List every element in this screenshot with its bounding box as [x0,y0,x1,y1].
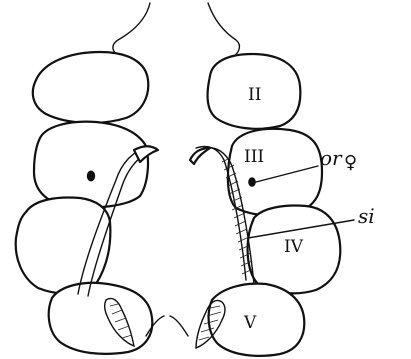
segment-label-ii: II [248,85,261,105]
right-neck-curve [208,3,239,58]
right-bottom-cleft [170,316,188,336]
segment-label-iii: III [244,147,264,167]
annotation-female-symbol: ♀ [344,152,357,173]
left-plate-3-spot [87,171,95,182]
right-plate-5 [209,284,305,356]
annotation-or: or [320,146,343,170]
right-tip [190,148,210,164]
left-plate-5 [49,283,153,354]
annotation-si: si [358,204,375,228]
segment-label-v: V [243,313,257,333]
left-neck-curve [113,3,150,58]
segment-label-iv: IV [284,237,304,257]
right-plate-3-spot [248,177,256,187]
left-plate-3 [34,122,148,208]
left-plate-4 [16,198,111,294]
left-plate-2 [33,52,148,123]
